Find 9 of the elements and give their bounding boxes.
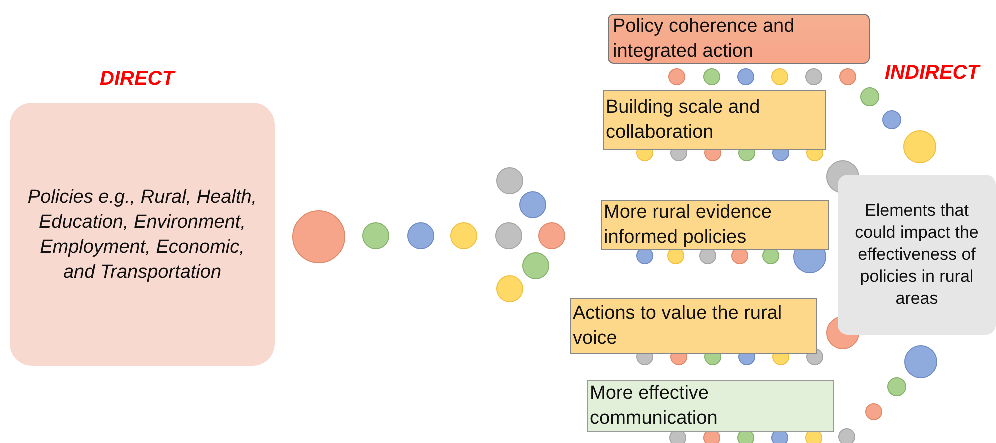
text-box: Policies e.g., Rural, Health, Education, Environment, Employment, Economic, and Transportation	[10, 103, 275, 366]
text-box: Actions to value the rural voice	[570, 298, 817, 354]
text-box: More effective communication	[587, 380, 834, 432]
text-box: Policy coherence and integrated action	[608, 14, 870, 64]
text-box: Building scale and collaboration	[603, 90, 826, 150]
text-box: More rural evidence informed policies	[601, 200, 829, 250]
heading-label: DIRECT	[100, 68, 174, 91]
heading-label: INDIRECT	[885, 62, 980, 85]
text-box: Elements that could impact the effectiveness of policies in rural areas	[838, 175, 996, 335]
